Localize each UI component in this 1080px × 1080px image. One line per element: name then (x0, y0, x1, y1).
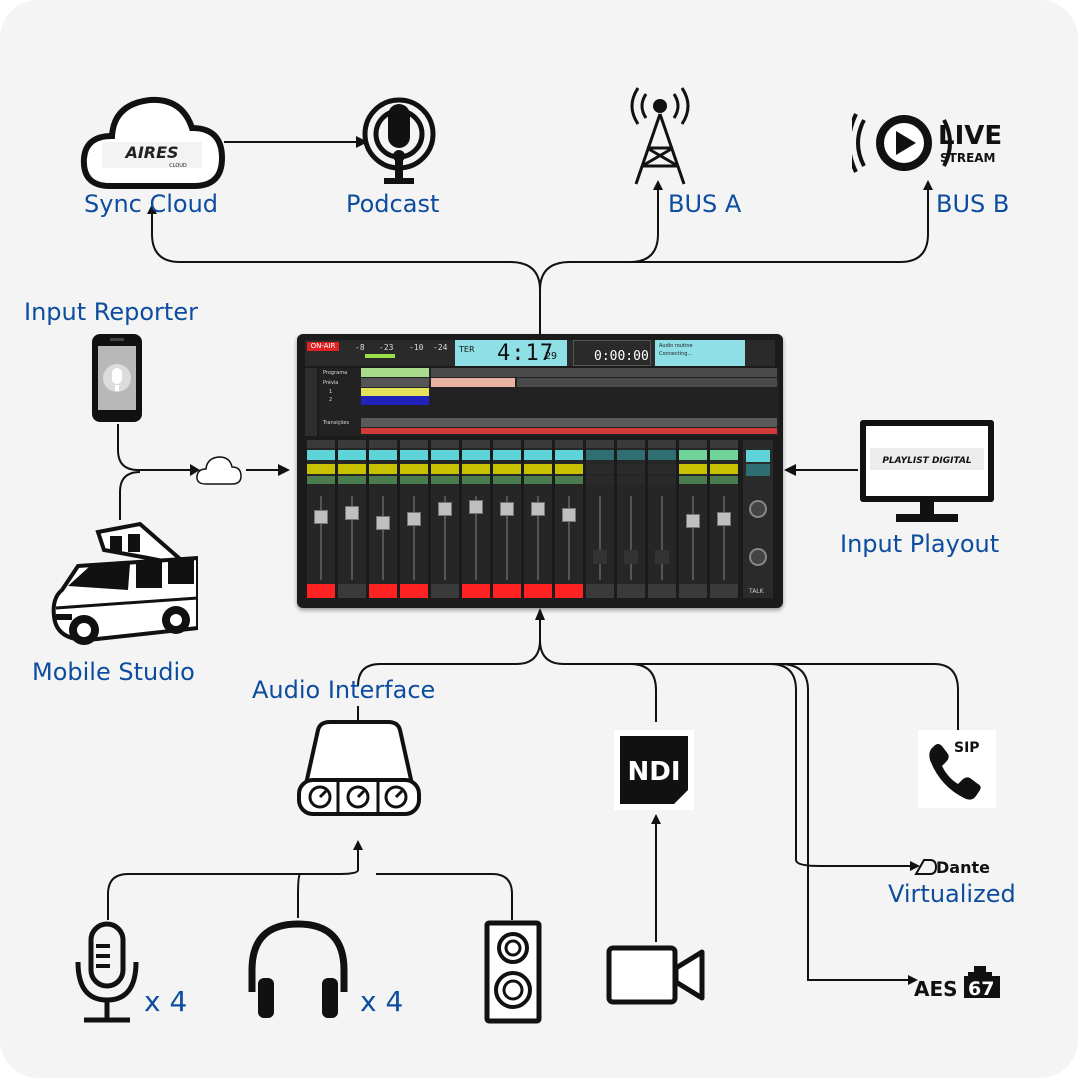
live-stream-icon: LIVE STREAM (852, 113, 1002, 173)
microphone-icon (75, 921, 139, 1023)
mixer-screen: ON-AIR -8 -23 -10 -24 TER 4:17 29 0:00:0… (297, 334, 783, 608)
level-3: -10 (409, 343, 424, 352)
aes-logo-number: 67 (968, 978, 994, 1000)
row-1: 1 (329, 389, 333, 395)
line-speaker (376, 873, 513, 920)
ndi-logo-icon: NDI (614, 730, 694, 810)
bus-b-label: BUS B (936, 190, 1010, 218)
virtualized-label: Virtualized (888, 880, 1016, 908)
talk-label: TALK (749, 588, 764, 595)
mic-count-label: x 4 (144, 985, 188, 1018)
headphones-icon (248, 920, 348, 1018)
line-aes67 (779, 663, 910, 981)
van-icon (51, 521, 198, 645)
channel-strip-9[interactable] (555, 440, 583, 598)
channel-strip-11[interactable] (617, 440, 645, 598)
line-to-sync-cloud (151, 212, 541, 291)
sync-cloud-label: Sync Cloud (84, 190, 219, 218)
headphones-count-label: x 4 (360, 985, 404, 1018)
aires-logo-text: AIRES (123, 143, 178, 162)
audio-interface-label: Audio Interface (252, 676, 436, 704)
clock-seconds: 29 (545, 351, 558, 362)
line-mobile-studio (119, 471, 141, 520)
timer-display: 0:00:00 (573, 340, 651, 366)
live-logo-text: LIVE (938, 121, 1002, 151)
dante-logo-icon: Dante (914, 858, 990, 877)
mobile-studio-label: Mobile Studio (32, 658, 195, 686)
row-2: 2 (329, 397, 333, 403)
stream-logo-text: STREAM (940, 151, 996, 165)
channel-strip-13[interactable] (679, 440, 707, 598)
line-dante (769, 663, 912, 867)
monitor-icon: PLAYLIST DIGITAL (860, 420, 994, 522)
channel-strip-14[interactable] (710, 440, 738, 598)
input-playout-label: Input Playout (840, 530, 1000, 558)
status-text: Connecting... (659, 351, 693, 357)
aes-logo-text: AES (914, 977, 958, 1000)
row-transicoes: Transições (323, 420, 350, 426)
smartphone-icon (92, 334, 142, 422)
clock-day: TER (459, 345, 475, 354)
row-programa: Programa (323, 370, 348, 376)
speaker-icon (484, 920, 542, 1024)
channel-strip-2[interactable] (338, 440, 366, 598)
clock-display: TER 4:17 29 (455, 340, 567, 366)
podcast-icon (362, 97, 436, 184)
channel-strip-7[interactable] (493, 440, 521, 598)
channel-strip-3[interactable] (369, 440, 397, 598)
input-reporter-label: Input Reporter (24, 298, 198, 326)
line-to-bus-b (539, 188, 929, 334)
on-air-indicator[interactable]: ON-AIR (307, 342, 339, 351)
sip-phone-icon: SIP (918, 730, 996, 808)
timeline: Programa Prévia 1 2 Transições (319, 368, 779, 436)
aes67-logo-icon: AES 67 (914, 966, 1000, 1000)
status-title: Audio routine (659, 343, 693, 349)
channel-strip-8[interactable] (524, 440, 552, 598)
mixer-top-bar: ON-AIR -8 -23 -10 -24 TER 4:17 29 0:00:0… (305, 340, 775, 366)
channel-strip-5[interactable] (431, 440, 459, 598)
aires-cloud-icon: AIRES CLOUD (80, 96, 226, 189)
line-ndi (539, 639, 657, 722)
line-mic (107, 848, 359, 920)
talk-panel[interactable]: TALK (743, 440, 773, 598)
line-reporter (117, 424, 192, 471)
podcast-label: Podcast (346, 190, 440, 218)
status-panel: Audio routine Connecting... (655, 340, 745, 366)
playlist-logo-text: PLAYLIST DIGITAL (882, 456, 972, 466)
level-2: -23 (379, 343, 394, 352)
aires-logo-sub: CLOUD (169, 163, 187, 169)
line-sip (564, 663, 959, 730)
level-1: -8 (355, 343, 365, 352)
line-to-bus-a (570, 188, 659, 263)
line-headphones (297, 873, 301, 918)
small-cloud-icon (196, 456, 242, 485)
row-previa: Prévia (323, 380, 339, 386)
ndi-logo-text: NDI (627, 757, 680, 787)
channel-strip-4[interactable] (400, 440, 428, 598)
video-camera-icon (606, 945, 705, 1005)
audio-interface-icon (297, 720, 421, 816)
line-audio-interface-upper (357, 612, 541, 687)
level-4: -24 (433, 343, 448, 352)
channel-strip-1[interactable] (307, 440, 335, 598)
timer-value: 0:00:00 (594, 349, 649, 364)
bus-a-label: BUS A (668, 190, 742, 218)
channel-strip-12[interactable] (648, 440, 676, 598)
clock-time: 4:17 (497, 341, 554, 366)
tool-column (305, 368, 317, 436)
sip-logo-text: SIP (954, 740, 980, 756)
channel-strip-6[interactable] (462, 440, 490, 598)
antenna-icon (630, 87, 690, 185)
dante-logo-text: Dante (936, 858, 990, 877)
channel-strip-10[interactable] (586, 440, 614, 598)
